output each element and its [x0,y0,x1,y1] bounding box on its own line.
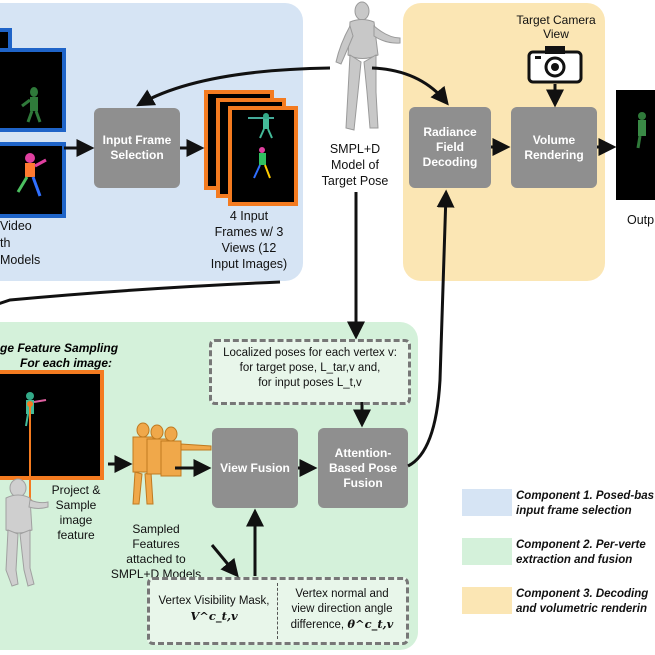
figure-colored [16,153,47,197]
visibility-divider [277,583,278,639]
output-image [616,90,655,200]
smpl-sample-figure [5,478,49,587]
output-label: Outp [627,213,655,227]
smpl-target-figure [335,1,401,131]
smpl-target-label: SMPL+D Model of Target Pose [321,142,389,188]
radiance-field-decoding-node: Radiance Field Decoding [409,107,491,188]
view-fusion-node: View Fusion [212,428,298,508]
sampling-subtitle: For each image: [20,356,113,370]
input-frame-figures [248,113,274,179]
arrow-smpl-to-selection [136,66,331,107]
legend-swatch-1 [462,489,512,516]
target-camera-label: Target Camera View [516,13,596,41]
normal-angle-text: Vertex normal and view direction angle d… [290,588,394,631]
sampled-features-figure [132,422,212,505]
visibility-box [147,577,409,645]
project-sample-label: Project & Sample image feature [51,483,101,542]
input-frame-selection-node: Input Frame Selection [94,108,180,188]
legend-swatch-3 [462,587,512,614]
sampling-title: ge Feature Sampling For each image: [0,341,130,371]
localized-poses-text: Localized poses for each vertex v: for t… [223,347,397,389]
arrow-blue-to-green [0,280,281,305]
attention-fusion-node: Attention-Based Pose Fusion [318,428,408,508]
input-video-label: Video th Models [0,219,41,267]
visibility-text: Vertex Visibility Mask, V^c_t,v [152,594,276,624]
sample-image-frame [0,370,104,480]
arrow-features-to-visibility [210,544,239,578]
video-human-figures [16,87,47,197]
projection-figure [5,392,49,587]
volume-rendering-node: Volume Rendering [511,107,597,188]
visibility-symbol: V^c_t,v [190,609,238,623]
arrow-smpl-to-radiance [371,66,449,106]
input-frames-label: 4 Input Frames w/ 3 Views (12 Input Imag… [210,209,288,271]
output-figure [636,112,646,149]
camera-icon [527,44,583,84]
figure-green [21,87,42,123]
normal-angle-symbol: θ^c_t,v [347,617,394,631]
localized-poses-box [209,339,411,405]
arrow-attention-to-radiance [407,189,455,468]
legend-swatch-2 [462,538,512,565]
